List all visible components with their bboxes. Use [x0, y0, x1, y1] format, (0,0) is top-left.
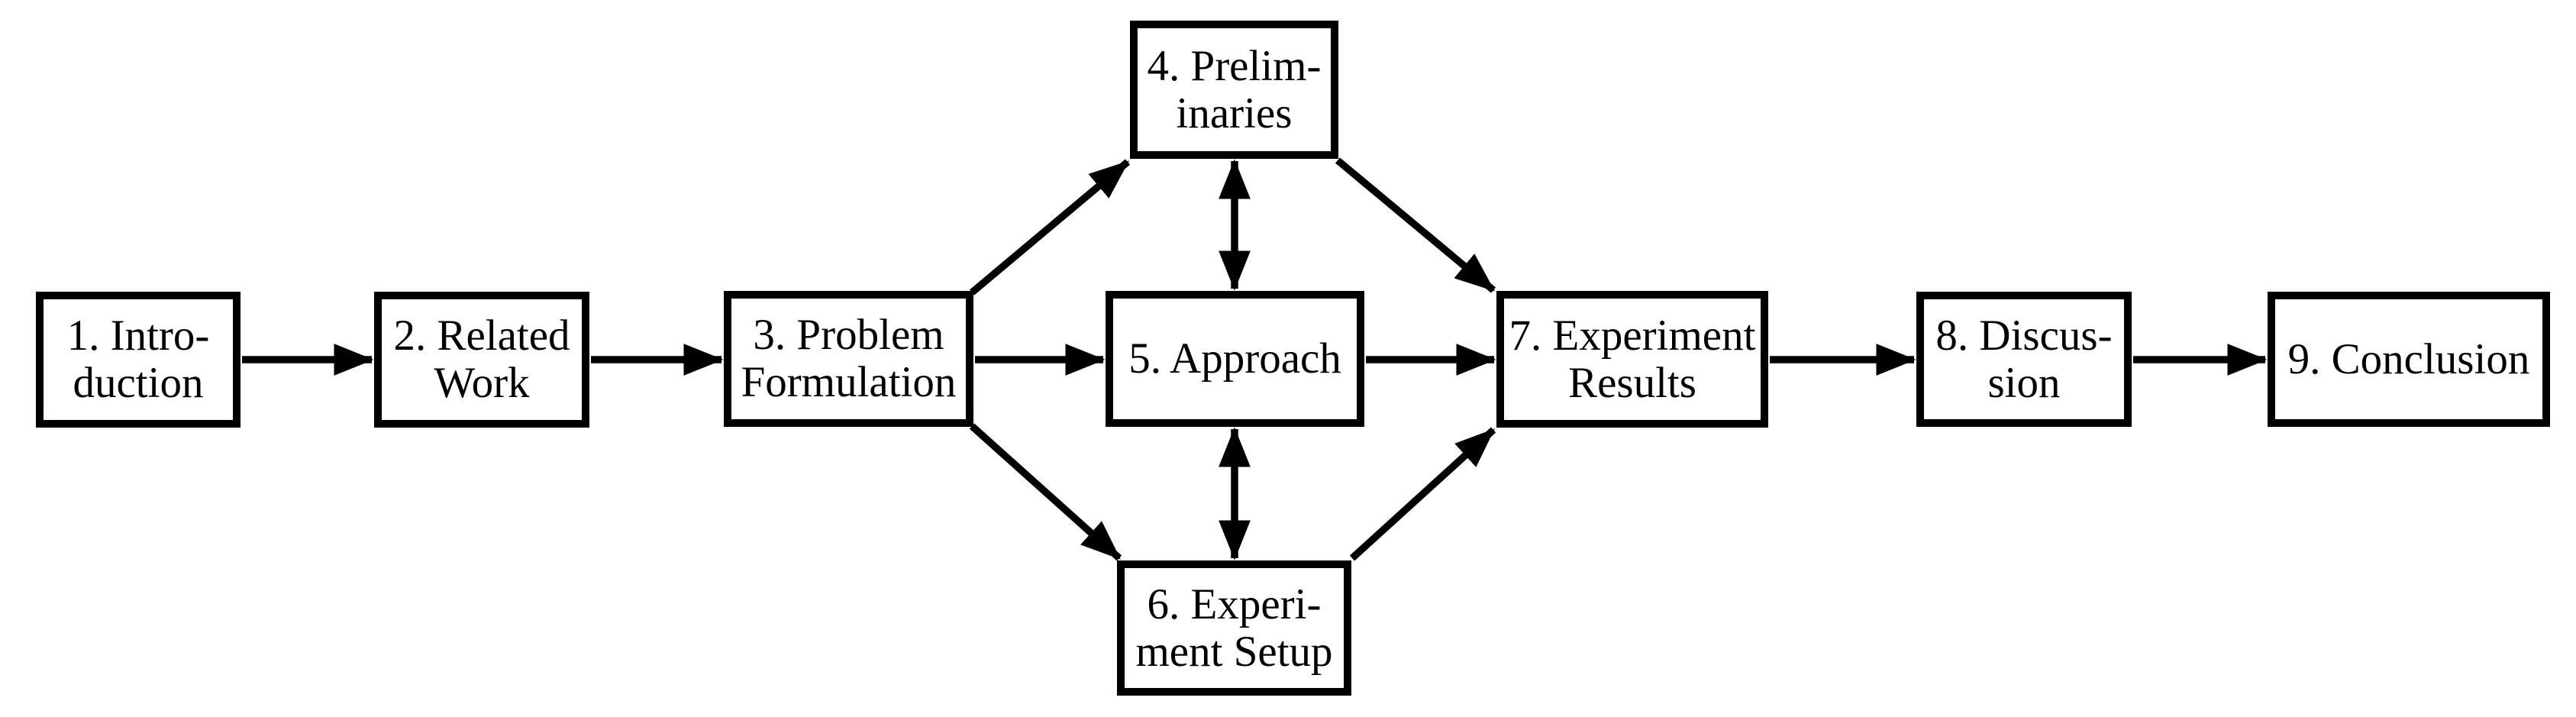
edge-problem-formulation-experiment-setup: [969, 423, 1122, 561]
node-problem-formulation: 3. Problem Formulation: [724, 291, 973, 427]
edge-preliminaries-experiment-results: [1335, 157, 1496, 293]
node-preliminaries: 4. Prelim- inaries: [1130, 21, 1338, 159]
node-label-line: 7. Experiment: [1509, 311, 1756, 360]
node-label-line: Results: [1568, 358, 1696, 407]
node-label-line: 2. Related: [393, 312, 570, 360]
node-label-line: 5. Approach: [1128, 334, 1341, 383]
node-label-line: 1. Intro-: [66, 312, 210, 360]
node-approach: 5. Approach: [1106, 291, 1364, 427]
node-label-line: 4. Prelim-: [1147, 41, 1322, 90]
node-discussion: 8. Discus- sion: [1916, 292, 2132, 427]
edge-problem-formulation-preliminaries: [969, 159, 1131, 296]
node-experiment-results: 7. Experiment Results: [1496, 291, 1768, 428]
node-introduction: 1. Intro- duction: [36, 292, 240, 428]
node-conclusion: 9. Conclusion: [2268, 292, 2550, 427]
node-label-line: duction: [73, 359, 204, 407]
node-label-line: 3. Problem: [753, 311, 944, 359]
node-label-line: ment Setup: [1135, 627, 1333, 676]
node-label-line: sion: [1987, 358, 2061, 407]
node-experiment-setup: 6. Experi- ment Setup: [1117, 560, 1351, 696]
node-label-line: Work: [434, 359, 530, 407]
node-label-line: Formulation: [741, 358, 957, 406]
node-label-line: 8. Discus-: [1935, 311, 2113, 360]
node-related-work: 2. Related Work: [374, 292, 589, 428]
edge-experiment-setup-experiment-results: [1349, 427, 1496, 561]
node-label-line: 6. Experi-: [1147, 580, 1322, 628]
node-label-line: 9. Conclusion: [2287, 334, 2530, 383]
node-label-line: inaries: [1176, 89, 1293, 137]
